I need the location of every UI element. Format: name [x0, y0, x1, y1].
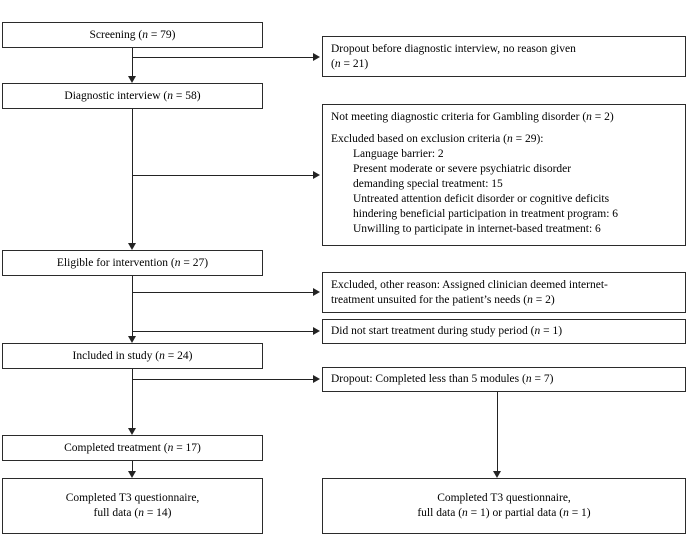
connector-included-to-completed — [132, 369, 133, 428]
arrowhead-eligible-to-excluded-other — [313, 287, 320, 296]
excluded-other-reason-line-0: Excluded, other reason: Assigned clinici… — [331, 279, 608, 291]
excluded-criteria-line-7: Unwilling to participate in internet-bas… — [353, 223, 601, 235]
arrowhead-screening-to-dropout — [313, 52, 320, 61]
excluded-criteria-line-6: hindering beneficial participation in tr… — [353, 208, 619, 220]
connector-screening-to-interview — [132, 48, 133, 76]
excluded-criteria-line-1: Excluded based on exclusion criteria (n … — [331, 133, 544, 145]
outcome-partial-data-line1: Completed T3 questionnaire, — [437, 492, 571, 504]
node-outcome-full-data: Completed T3 questionnaire, full data (n… — [2, 478, 263, 534]
node-dropout-before-interview: Dropout before diagnostic interview, no … — [322, 36, 686, 77]
outcome-full-data-line2: full data (n = 14) — [93, 507, 172, 519]
node-diagnostic-interview-label: Diagnostic interview (n = 58) — [64, 89, 201, 102]
arrowhead-screening-to-interview — [127, 76, 136, 83]
node-eligible-for-intervention: Eligible for intervention (n = 27) — [2, 250, 263, 276]
dropout-before-interview-line-0: Dropout before diagnostic interview, no … — [331, 43, 576, 55]
node-completed-treatment: Completed treatment (n = 17) — [2, 435, 263, 461]
node-excluded-other-reason: Excluded, other reason: Assigned clinici… — [322, 272, 686, 313]
node-included-in-study: Included in study (n = 24) — [2, 343, 263, 369]
node-eligible-for-intervention-label: Eligible for intervention (n = 27) — [56, 256, 209, 269]
excluded-criteria-line-0: Not meeting diagnostic criteria for Gamb… — [331, 111, 614, 123]
node-outcome-partial-data: Completed T3 questionnaire, full data (n… — [322, 478, 686, 534]
arrowhead-dropout5-to-outcome-partial — [492, 471, 501, 478]
connector-eligible-to-did-not-start — [132, 331, 313, 332]
arrowhead-included-to-dropout5 — [313, 374, 320, 383]
arrowhead-completed-to-outcome — [127, 471, 136, 478]
node-completed-treatment-label: Completed treatment (n = 17) — [64, 441, 201, 454]
connector-dropout5-to-outcome-partial — [497, 392, 498, 471]
node-excluded-criteria: Not meeting diagnostic criteria for Gamb… — [322, 104, 686, 246]
arrowhead-included-to-completed — [127, 428, 136, 435]
connector-interview-to-eligible — [132, 109, 133, 243]
connector-included-to-dropout5 — [132, 379, 313, 380]
excluded-criteria-line-3: Present moderate or severe psychiatric d… — [353, 163, 572, 175]
excluded-criteria-line-5: Untreated attention deficit disorder or … — [353, 193, 610, 205]
node-diagnostic-interview: Diagnostic interview (n = 58) — [2, 83, 263, 109]
node-dropout-less-than-5-modules: Dropout: Completed less than 5 modules (… — [322, 367, 686, 392]
outcome-partial-data-line2: full data (n = 1) or partial data (n = 1… — [417, 507, 591, 519]
node-did-not-start-treatment: Did not start treatment during study per… — [322, 319, 686, 344]
excluded-criteria-line-2: Language barrier: 2 — [353, 148, 444, 160]
node-screening-label: Screening (n = 79) — [89, 28, 176, 41]
connector-eligible-to-included — [132, 276, 133, 336]
connector-eligible-to-excluded-other — [132, 292, 313, 293]
node-included-in-study-label: Included in study (n = 24) — [72, 349, 193, 362]
connector-screening-to-dropout — [132, 57, 313, 58]
arrowhead-interview-to-eligible — [127, 243, 136, 250]
outcome-full-data-line1: Completed T3 questionnaire, — [65, 492, 200, 504]
arrowhead-eligible-to-did-not-start — [313, 326, 320, 335]
connector-interview-to-excluded — [132, 175, 313, 176]
excluded-criteria-line-4: demanding special treatment: 15 — [353, 178, 503, 190]
arrowhead-eligible-to-included — [127, 336, 136, 343]
excluded-other-reason-line-1: treatment unsuited for the patient’s nee… — [331, 294, 555, 306]
node-screening: Screening (n = 79) — [2, 22, 263, 48]
connector-completed-to-outcome — [132, 461, 133, 471]
dropout-before-interview-line-1: (n = 21) — [331, 58, 369, 70]
arrowhead-interview-to-excluded — [313, 170, 320, 179]
dropout-less-than-5-modules-line-0: Dropout: Completed less than 5 modules (… — [331, 373, 554, 385]
did-not-start-treatment-line-0: Did not start treatment during study per… — [331, 325, 563, 337]
